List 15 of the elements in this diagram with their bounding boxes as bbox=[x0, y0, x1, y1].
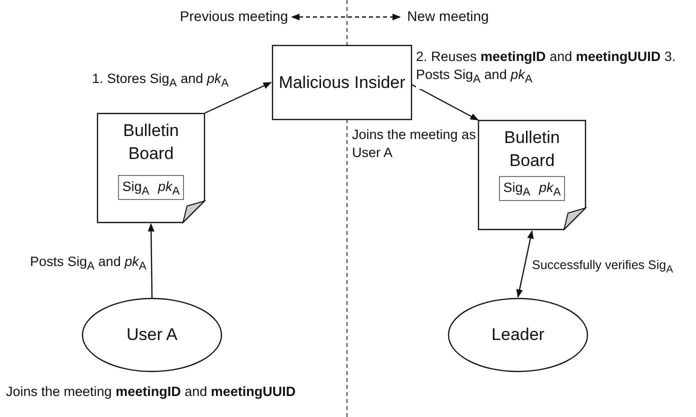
arrow bbox=[204, 82, 272, 114]
document-shape: Bulletin Board Sig$_{A}$ pk$_{A}$ bbox=[478, 120, 586, 230]
meeting-label: New meeting bbox=[402, 6, 494, 28]
actor-ellipse: Leader bbox=[448, 298, 588, 372]
process-box: Malicious Insider bbox=[272, 45, 412, 120]
arrow bbox=[291, 14, 401, 20]
meeting-label: Previous meeting bbox=[178, 6, 290, 28]
arrow bbox=[148, 223, 154, 298]
arrow bbox=[516, 230, 534, 298]
signature-box: Sig$_{A}$ pk$_{A}$ bbox=[118, 175, 184, 200]
signature-box: Sig$_{A}$ pk$_{A}$ bbox=[499, 176, 565, 201]
annotation-text: Joins the meeting meetingID and meetingUUID bbox=[6, 383, 296, 401]
document-shape: Bulletin Board Sig$_{A}$ pk$_{A}$ bbox=[97, 113, 205, 223]
arrow bbox=[412, 84, 479, 121]
actor-ellipse: User A bbox=[82, 298, 222, 372]
